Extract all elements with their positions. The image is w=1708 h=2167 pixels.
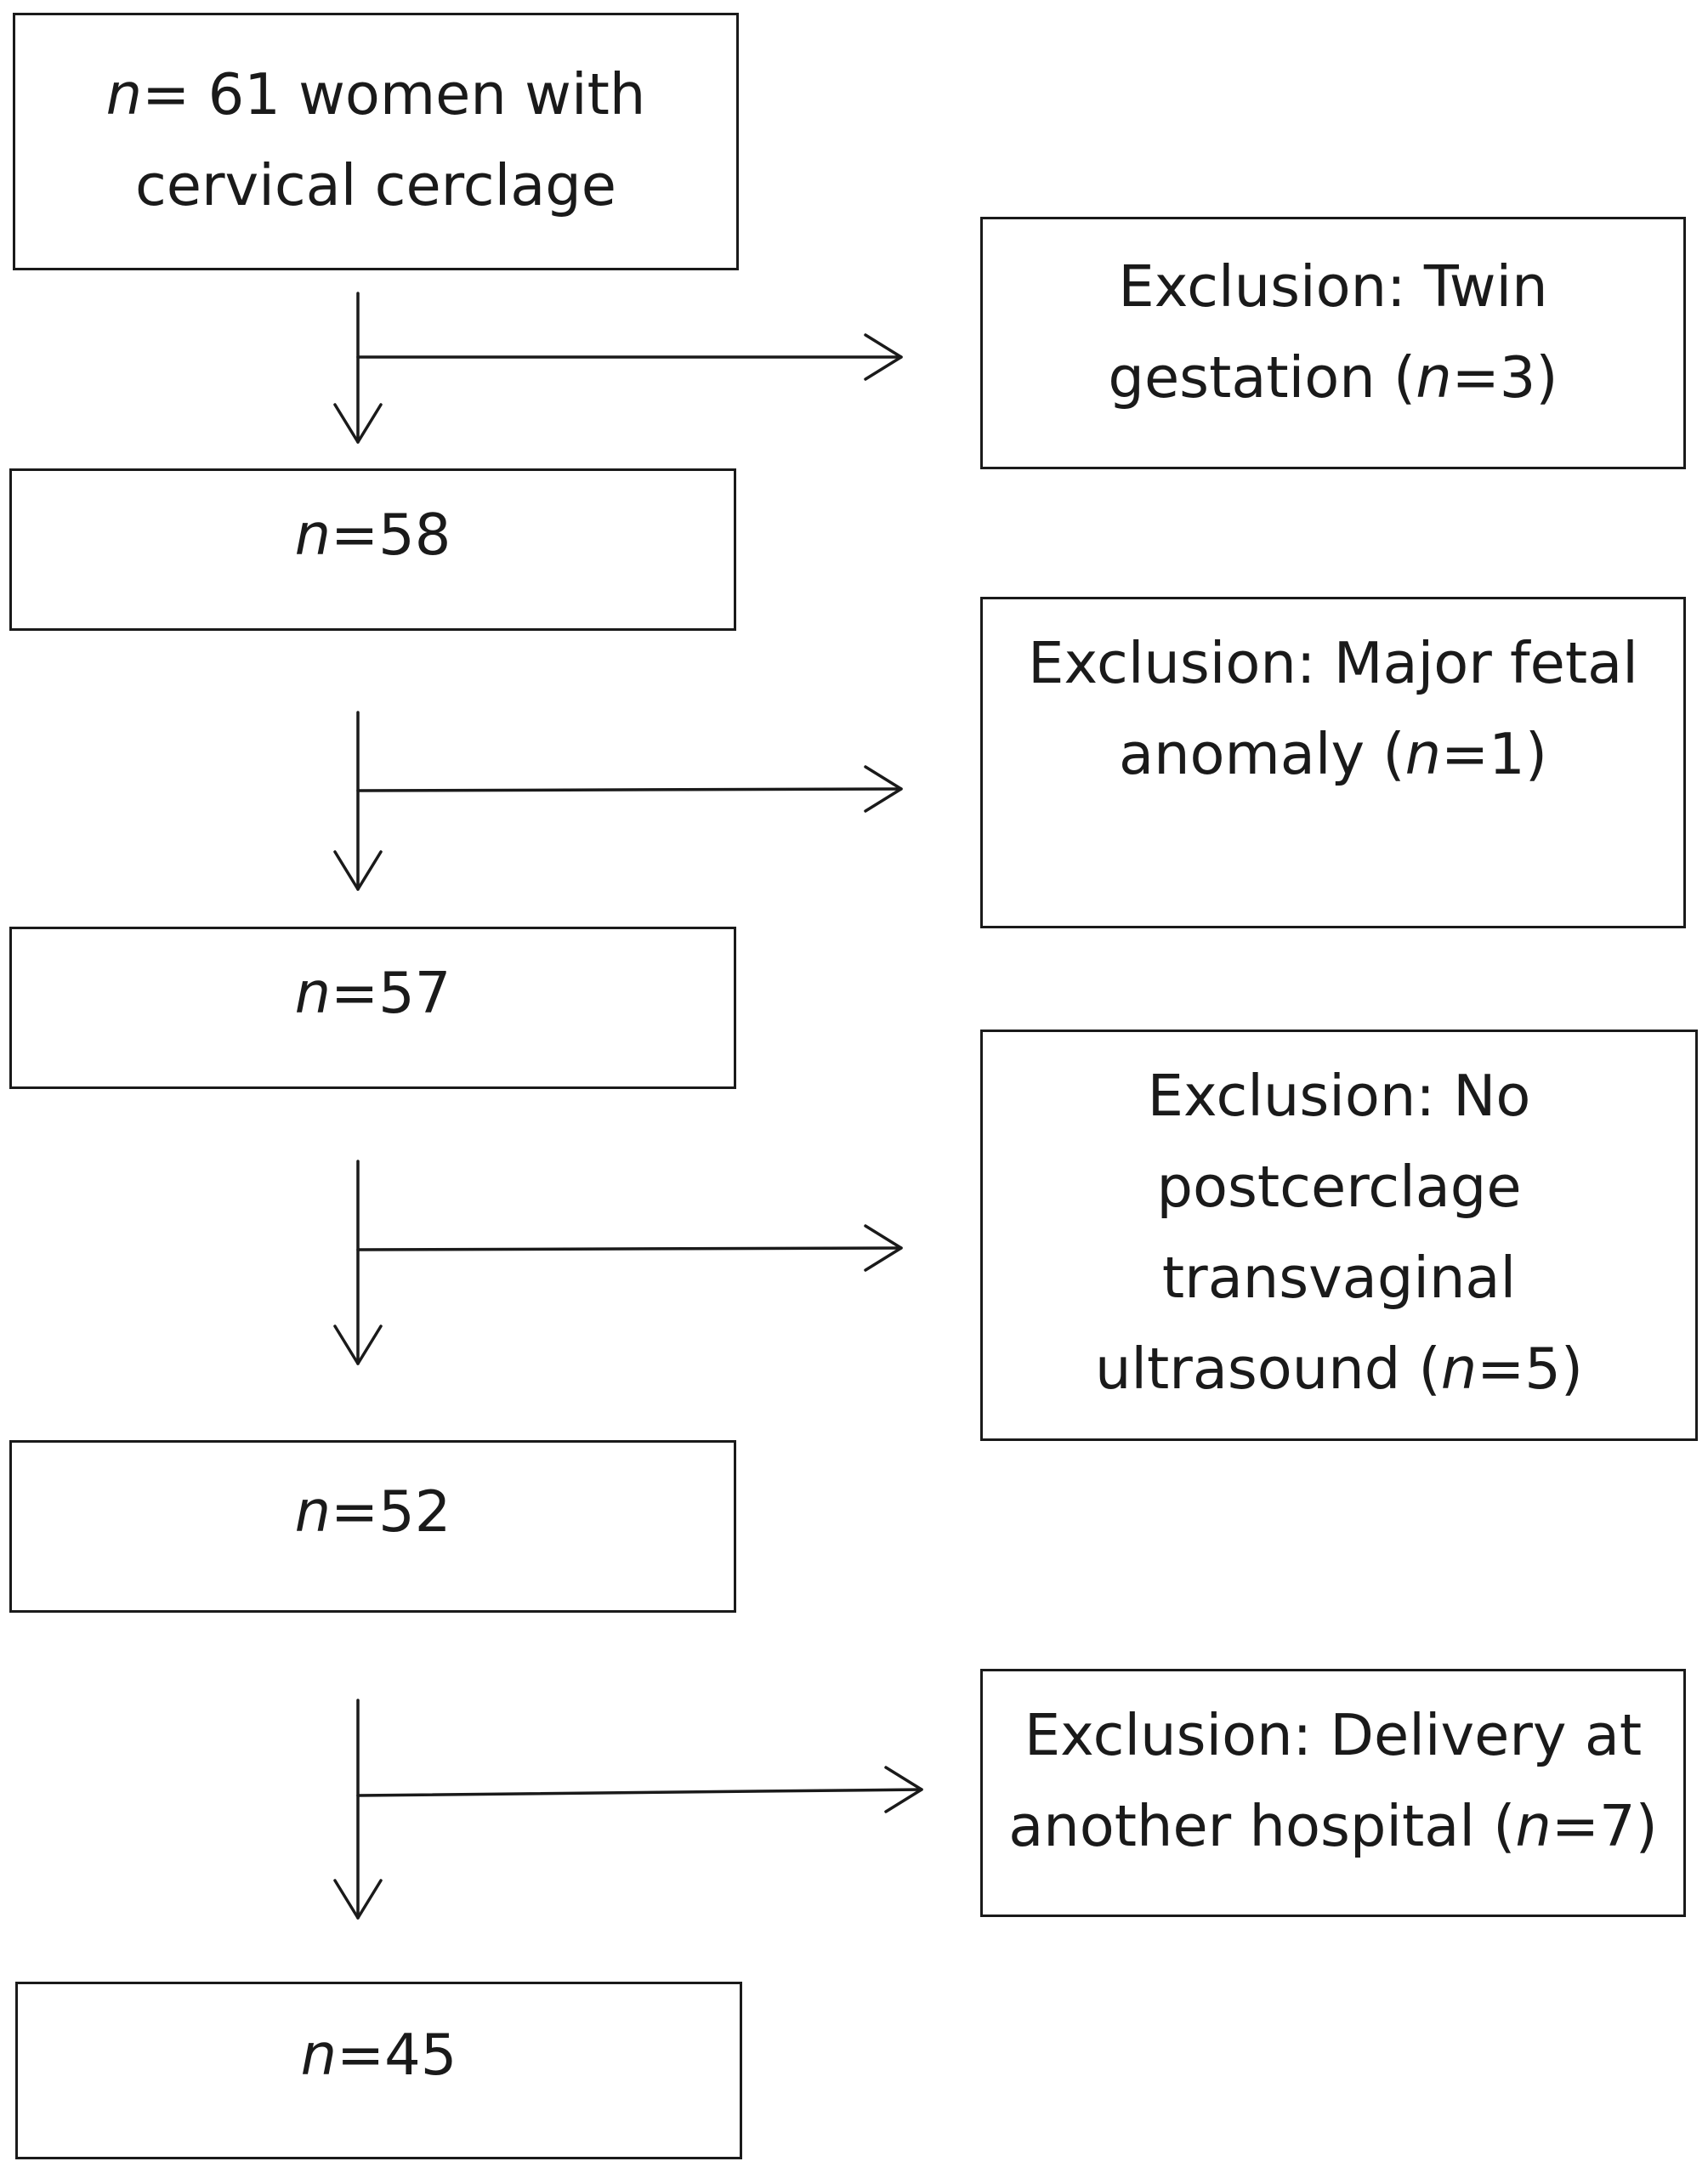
exclusion-2-line-1: Exclusion: Major fetal — [1028, 630, 1638, 696]
flow-arrow-4 — [333, 1699, 923, 1920]
exclusion-3-line-1: Exclusion: No — [1147, 1063, 1531, 1129]
exclusion-3-line-3: transvaginal — [1161, 1245, 1517, 1311]
exclusion-box-no-ultrasound: Exclusion: No postcerclage transvaginal … — [980, 1030, 1698, 1441]
exclusion-box-other-hospital: Exclusion: Delivery at another hospital … — [980, 1669, 1686, 1917]
exclusion-3-line-4: ultrasound (n=5) — [1094, 1336, 1584, 1402]
count-box-52: n=52 — [9, 1440, 736, 1613]
count-label-45: n=45 — [300, 2022, 457, 2088]
count-box-45: n=45 — [15, 1982, 742, 2159]
exclusion-4-line-2: another hospital (n=7) — [1008, 1793, 1658, 1859]
flow-arrow-1 — [333, 292, 903, 444]
exclusion-box-fetal-anomaly: Exclusion: Major fetal anomaly (n=1) — [980, 597, 1686, 928]
flow-arrow-2 — [333, 711, 903, 891]
count-label-52: n=52 — [294, 1478, 451, 1545]
exclusion-3-line-2: postcerclage — [1156, 1154, 1522, 1220]
exclusion-1-line-1: Exclusion: Twin — [1118, 253, 1548, 320]
exclusion-2-line-2: anomaly (n=1) — [1119, 721, 1547, 787]
start-box-line-1: n= 61 women with — [105, 61, 646, 128]
count-label-57: n=57 — [294, 960, 451, 1026]
start-box: n= 61 women with cervical cerclage — [13, 13, 739, 270]
exclusion-1-line-2: gestation (n=3) — [1108, 344, 1558, 411]
count-box-58: n=58 — [9, 468, 736, 631]
exclusion-box-twin-gestation: Exclusion: Twin gestation (n=3) — [980, 217, 1686, 469]
count-box-57: n=57 — [9, 927, 736, 1089]
count-label-58: n=58 — [294, 502, 451, 568]
exclusion-4-line-1: Exclusion: Delivery at — [1024, 1702, 1643, 1768]
start-box-line-2: cervical cerclage — [134, 152, 617, 218]
flow-arrow-3 — [333, 1160, 903, 1365]
